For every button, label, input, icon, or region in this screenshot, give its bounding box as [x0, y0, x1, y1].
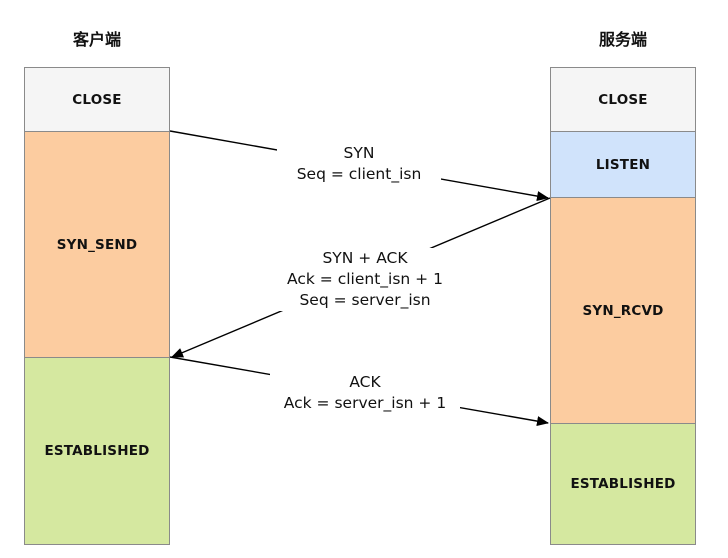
- syn-ack-message-line3: Seq = server_isn: [299, 291, 431, 309]
- server-state-listen: LISTEN: [550, 131, 696, 198]
- server-state-syn-rcvd: SYN_RCVD: [550, 197, 696, 424]
- server-state-established: ESTABLISHED: [550, 423, 696, 545]
- ack-message-line1: ACK: [349, 373, 381, 391]
- client-state-close: CLOSE: [24, 67, 170, 132]
- syn-ack-message-line2: Ack = client_isn + 1: [287, 270, 443, 288]
- server-state-close: CLOSE: [550, 67, 696, 132]
- ack-message-label: ACK Ack = server_isn + 1: [270, 372, 460, 414]
- syn-message-line2: Seq = client_isn: [296, 165, 422, 183]
- server-column-title: 服务端: [598, 30, 647, 49]
- syn-ack-message-line1: SYN + ACK: [322, 249, 408, 267]
- client-state-syn-send: SYN_SEND: [24, 131, 170, 358]
- syn-message-label: SYN Seq = client_isn: [277, 143, 441, 185]
- syn-message-line1: SYN: [343, 144, 375, 162]
- client-state-established: ESTABLISHED: [24, 357, 170, 545]
- syn-ack-message-label: SYN + ACK Ack = client_isn + 1 Seq = ser…: [271, 248, 459, 311]
- client-column-title: 客户端: [72, 30, 121, 49]
- ack-message-line2: Ack = server_isn + 1: [283, 394, 447, 412]
